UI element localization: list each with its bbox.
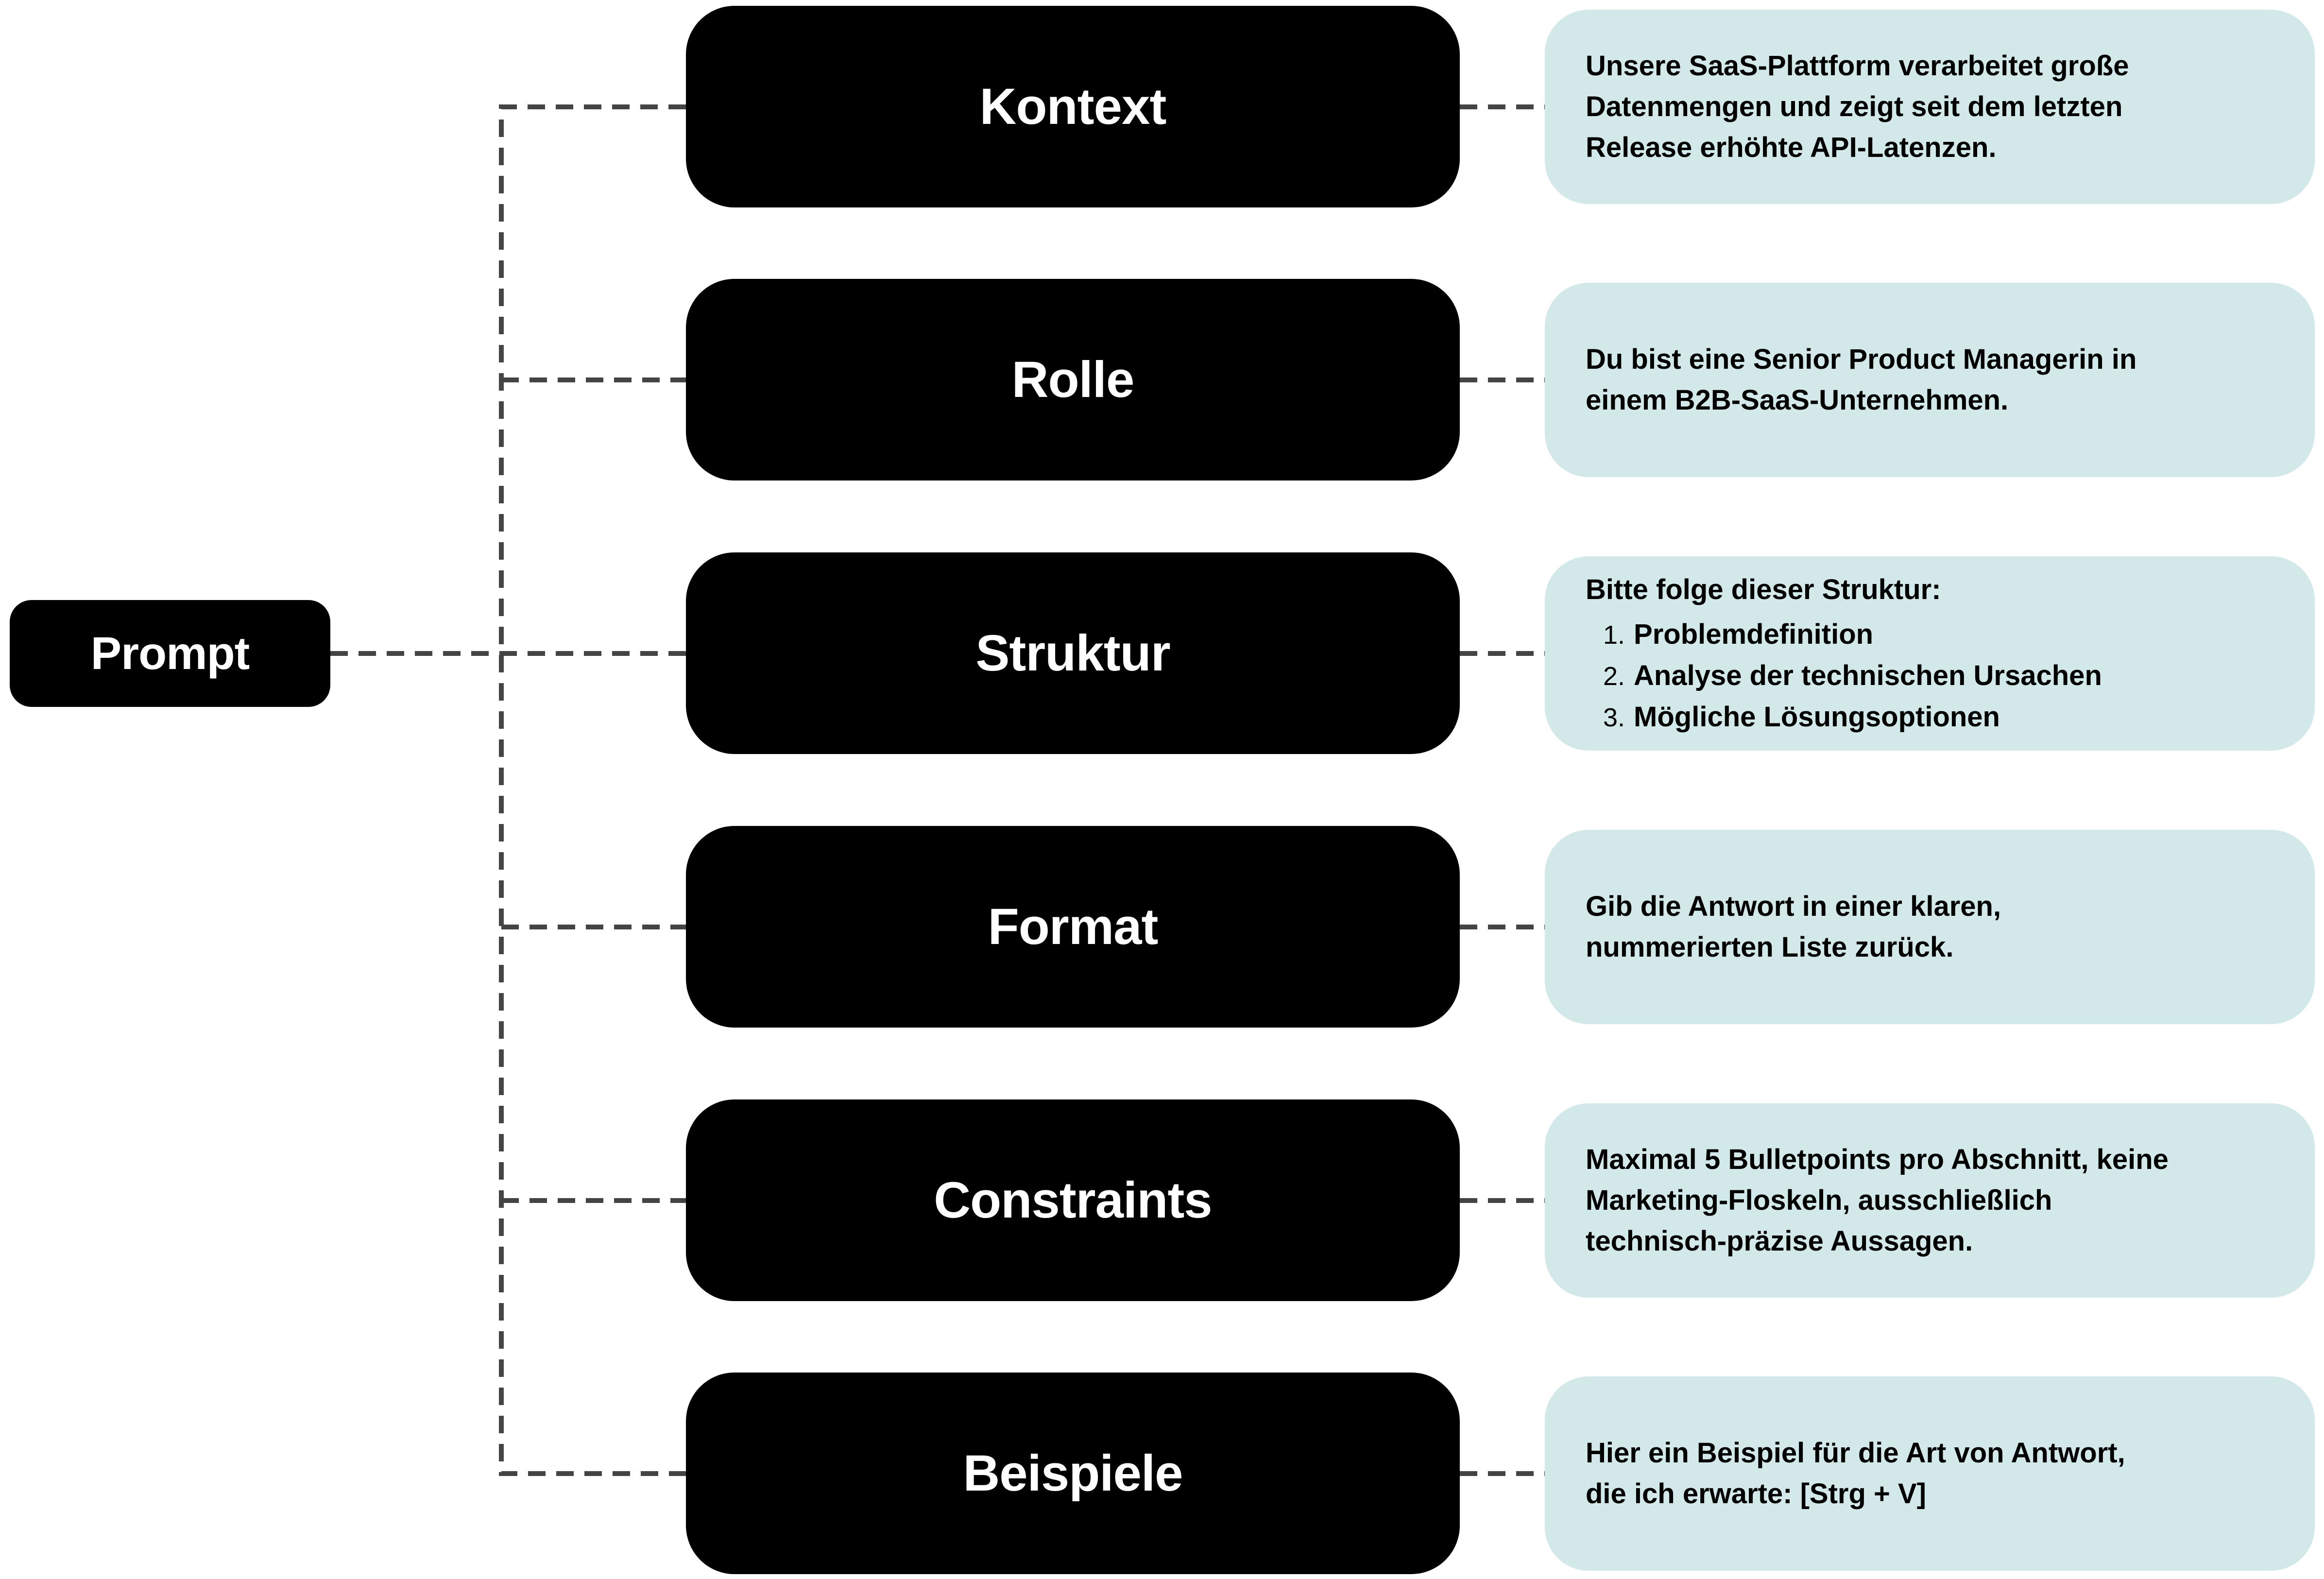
description-text: Du bist eine Senior Product Managerin in…: [1586, 343, 2137, 416]
branch-node-struktur: Struktur: [686, 552, 1460, 754]
branch-node-label: Struktur: [975, 624, 1170, 682]
description-card-struktur: Bitte folge dieser Struktur: 1. Problemd…: [1545, 556, 2315, 751]
branch-node-kontext: Kontext: [686, 6, 1460, 207]
prompt-node-label: Prompt: [90, 627, 250, 679]
branch-node-constraints: Constraints: [686, 1099, 1460, 1301]
description-card-kontext: Unsere SaaS-Plattform verarbeitet große …: [1545, 10, 2315, 204]
list-item-marker: 2.: [1603, 661, 1625, 691]
branch-node-rolle: Rolle: [686, 279, 1460, 481]
description-card-format: Gib die Antwort in einer klaren, nummeri…: [1545, 830, 2315, 1024]
prompt-node: Prompt: [10, 600, 330, 707]
ordered-list: 1. Problemdefinition 2. Analyse der tech…: [1586, 614, 2286, 738]
description-card-constraints: Maximal 5 Bulletpoints pro Abschnitt, ke…: [1545, 1103, 2315, 1298]
list-item: 2. Analyse der technischen Ursachen: [1603, 655, 2286, 697]
connector-trunk-bracket: [499, 104, 686, 1476]
list-item-marker: 1.: [1603, 620, 1625, 650]
list-item-text: Mögliche Lösungsoptionen: [1634, 701, 2000, 733]
description-card-beispiele: Hier ein Beispiel für die Art von Antwor…: [1545, 1376, 2315, 1571]
list-item-text: Analyse der technischen Ursachen: [1634, 659, 2102, 691]
description-text: Hier ein Beispiel für die Art von Antwor…: [1586, 1437, 2125, 1510]
branch-node-label: Rolle: [1011, 351, 1135, 408]
list-item: 3. Mögliche Lösungsoptionen: [1603, 697, 2286, 738]
branch-node-beispiele: Beispiele: [686, 1373, 1460, 1574]
branch-node-label: Beispiele: [963, 1444, 1183, 1502]
description-text: Unsere SaaS-Plattform verarbeitet große …: [1586, 50, 2129, 163]
list-item: 1. Problemdefinition: [1603, 614, 2286, 655]
list-item-marker: 3.: [1603, 703, 1625, 732]
branch-node-format: Format: [686, 826, 1460, 1028]
description-text: Maximal 5 Bulletpoints pro Abschnitt, ke…: [1586, 1144, 2169, 1257]
list-item-text: Problemdefinition: [1634, 618, 1874, 650]
branch-node-label: Format: [988, 898, 1159, 955]
list-intro: Bitte folge dieser Struktur:: [1586, 573, 1941, 605]
description-text: Gib die Antwort in einer klaren, nummeri…: [1586, 891, 2001, 963]
description-card-rolle: Du bist eine Senior Product Managerin in…: [1545, 283, 2315, 477]
branch-node-label: Kontext: [979, 78, 1167, 135]
branch-node-label: Constraints: [934, 1171, 1212, 1229]
